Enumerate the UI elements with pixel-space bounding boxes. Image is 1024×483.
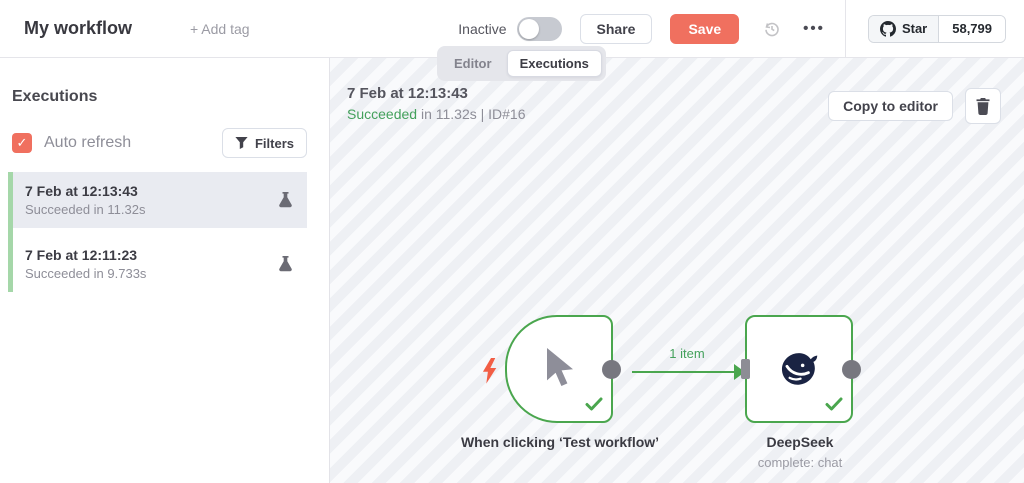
header-actions: Inactive Share Save ••• Star 58,799: [458, 0, 1006, 58]
deepseek-whale-icon: [747, 317, 851, 421]
delete-execution-button[interactable]: [965, 88, 1001, 124]
execution-list-item[interactable]: 7 Feb at 12:11:23 Succeeded in 9.733s: [13, 236, 307, 292]
save-button[interactable]: Save: [670, 13, 740, 44]
undo-history-icon[interactable]: [759, 16, 785, 42]
github-icon: [879, 20, 896, 37]
workflow-title[interactable]: My workflow: [24, 18, 133, 38]
execution-date: 7 Feb at 12:11:23: [25, 247, 138, 263]
execution-list: 7 Feb at 12:13:43 Succeeded in 11.32s 7 …: [8, 172, 307, 292]
copy-to-editor-button[interactable]: Copy to editor: [828, 91, 953, 121]
tab-executions[interactable]: Executions: [506, 50, 602, 77]
tab-editor[interactable]: Editor: [454, 56, 492, 71]
connection-items-label: 1 item: [669, 346, 705, 361]
connection-arrowhead-icon: [734, 364, 745, 380]
node-deepseek[interactable]: [741, 315, 861, 423]
filters-button[interactable]: Filters: [221, 128, 307, 158]
workflow-canvas[interactable]: 7 Feb at 12:13:43 Succeeded in 11.32s | …: [330, 58, 1024, 483]
active-toggle[interactable]: [516, 16, 562, 41]
output-endpoint: [602, 360, 621, 379]
github-star-label: Star: [901, 21, 928, 36]
header: My workflow + Add tag Inactive Share Sav…: [0, 0, 1024, 58]
node-label-deepseek: DeepSeek: [766, 434, 834, 450]
success-check-icon: [585, 397, 603, 416]
manual-trigger-bolt-icon: [482, 358, 498, 390]
success-check-icon: [825, 397, 843, 416]
filter-funnel-icon: [235, 137, 248, 149]
execution-list-item[interactable]: 7 Feb at 12:13:43 Succeeded in 11.32s: [13, 172, 307, 228]
auto-refresh-row: ✓ Auto refresh Filters: [12, 128, 307, 158]
execution-status: Succeeded in 9.733s: [25, 266, 147, 281]
node-manual-trigger[interactable]: [505, 315, 621, 423]
connection-line: [632, 371, 748, 373]
view-tab-switcher: Editor Executions: [437, 46, 606, 81]
input-endpoint: [741, 359, 750, 379]
test-execution-flask-icon: [278, 192, 293, 208]
share-button[interactable]: Share: [579, 13, 653, 44]
github-star-widget: Star 58,799: [867, 14, 1006, 43]
canvas-actions: Copy to editor: [828, 88, 1001, 124]
add-tag-button[interactable]: + Add tag: [190, 20, 250, 37]
executions-sidebar: Executions ✓ Auto refresh Filters 7 Feb …: [0, 58, 330, 483]
execution-info-status: Succeeded in 11.32s | ID#16: [347, 106, 526, 122]
auto-refresh-label[interactable]: Auto refresh: [44, 134, 132, 151]
node-subtitle-deepseek: complete: chat: [757, 455, 843, 470]
status-succeeded: Succeeded: [347, 106, 418, 122]
execution-info: 7 Feb at 12:13:43 Succeeded in 11.32s | …: [347, 85, 526, 122]
status-details: in 11.32s | ID#16: [417, 106, 526, 122]
github-star-count[interactable]: 58,799: [938, 15, 1005, 42]
trash-icon: [975, 97, 991, 115]
active-toggle-label: Inactive: [458, 20, 507, 37]
execution-info-date: 7 Feb at 12:13:43: [347, 85, 468, 102]
github-star-button[interactable]: Star: [868, 15, 939, 42]
test-execution-flask-icon: [278, 256, 293, 272]
node-label-manual-trigger: When clicking ‘Test workflow’: [460, 434, 660, 450]
execution-status: Succeeded in 11.32s: [25, 202, 146, 217]
cursor-icon: [507, 317, 611, 421]
filters-label: Filters: [254, 135, 294, 151]
execution-date: 7 Feb at 12:13:43: [25, 183, 138, 199]
output-endpoint: [842, 360, 861, 379]
toggle-knob: [518, 18, 539, 39]
more-options-icon[interactable]: •••: [803, 16, 825, 42]
sidebar-heading: Executions: [12, 88, 98, 105]
auto-refresh-checkbox[interactable]: ✓: [12, 133, 32, 153]
divider: [844, 0, 846, 58]
